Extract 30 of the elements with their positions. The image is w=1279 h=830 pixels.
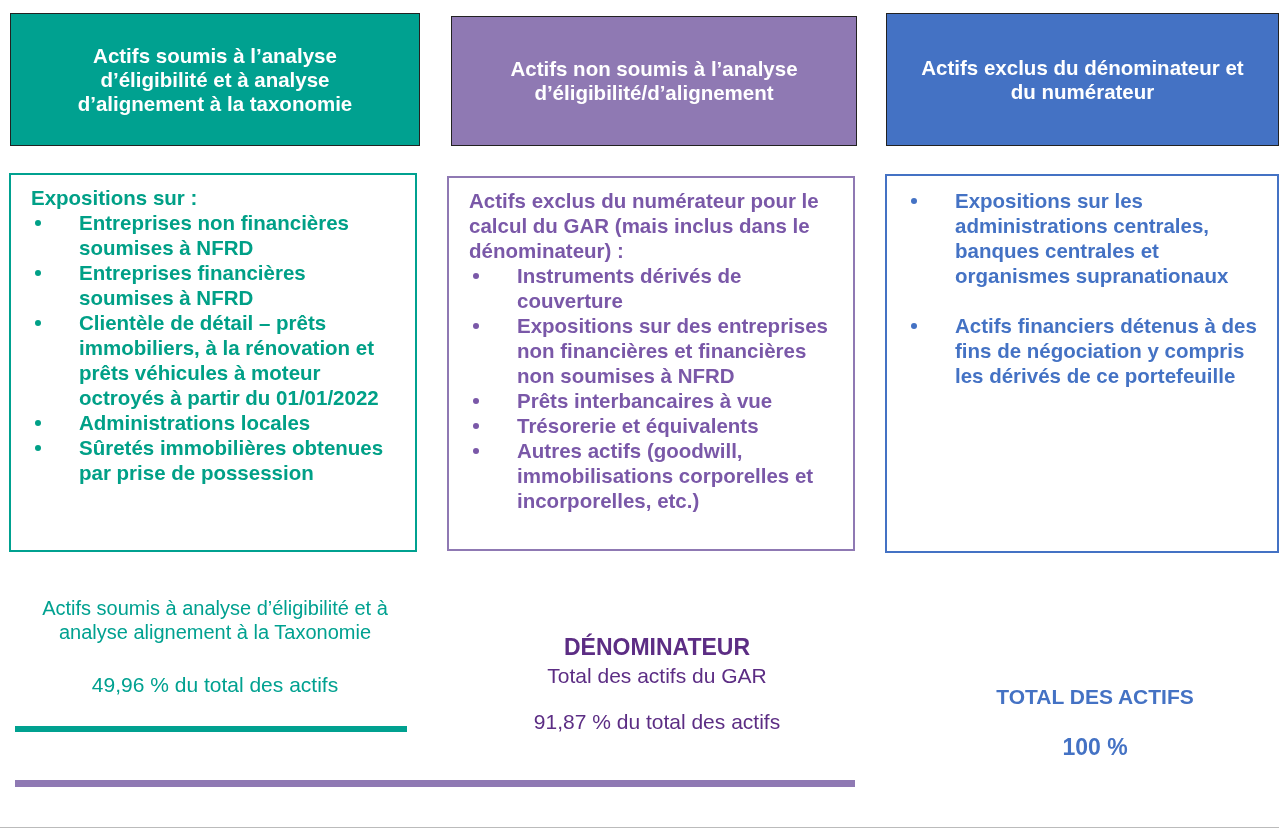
bullet-item: Actifs financiers détenus à des fins de négociation y compris les dérivés de ce portefeuille bbox=[955, 314, 1257, 387]
header-box bbox=[10, 13, 420, 146]
bullet-item: Instruments dérivés de couverture bbox=[517, 264, 742, 312]
list-heading: Actifs exclus du numérateur pour le calcul du GAR (mais inclus dans le dénominateur) : bbox=[469, 188, 820, 263]
bullet-item: Expositions sur des entreprises non financières et financières non soumises à NFRD bbox=[517, 314, 829, 387]
header-text: Actifs soumis à l’analyse d’éligibilité et à analyse d’alignement à la taxonomie bbox=[76, 43, 354, 116]
summary-text: Actifs soumis à analyse d’éligibilité et à analyse alignement à la Taxonomie bbox=[41, 596, 389, 644]
bullet-item: Entreprises non financières soumises à NFRD bbox=[79, 211, 349, 259]
summary-text: 49,96 % du total des actifs bbox=[90, 672, 340, 698]
content-box bbox=[885, 174, 1279, 553]
summary-text: 100 % bbox=[1061, 734, 1129, 762]
bullet-item: Entreprises financières soumises à NFRD bbox=[79, 261, 306, 309]
content-box bbox=[447, 176, 855, 551]
header-box bbox=[451, 16, 857, 146]
summary-text: TOTAL DES ACTIFS bbox=[995, 684, 1195, 710]
header-box bbox=[886, 13, 1279, 146]
list-heading: Expositions sur : bbox=[31, 185, 199, 210]
bullet-item: Prêts interbancaires à vue bbox=[517, 389, 773, 412]
content-box bbox=[9, 173, 417, 552]
summary-text: DÉNOMINATEUR bbox=[562, 634, 752, 662]
summary-text: Total des actifs du GAR bbox=[546, 663, 768, 689]
header-text: Actifs exclus du dénominateur et du numérateur bbox=[921, 55, 1244, 104]
bullet-item: Clientèle de détail – prêts immobiliers, à la rénovation et prêts véhicules à moteur octroyés à partir du 01/01/2022 bbox=[79, 311, 379, 409]
bullet-item: Trésorerie et équivalents bbox=[517, 414, 759, 437]
bullet-item: Administrations locales bbox=[79, 411, 311, 434]
header-text: Actifs non soumis à l’analyse d’éligibilité/d’alignement bbox=[509, 57, 799, 105]
bullet-item: Autres actifs (goodwill, immobilisations corporelles et incorporelles, etc.) bbox=[517, 439, 814, 512]
summary-text: 91,87 % du total des actifs bbox=[532, 709, 782, 735]
bullet-item: Sûretés immobilières obtenues par prise de possession bbox=[79, 436, 384, 484]
bullet-item: Expositions sur les administrations centrales, banques centrales et organismes supranationaux bbox=[955, 189, 1229, 287]
